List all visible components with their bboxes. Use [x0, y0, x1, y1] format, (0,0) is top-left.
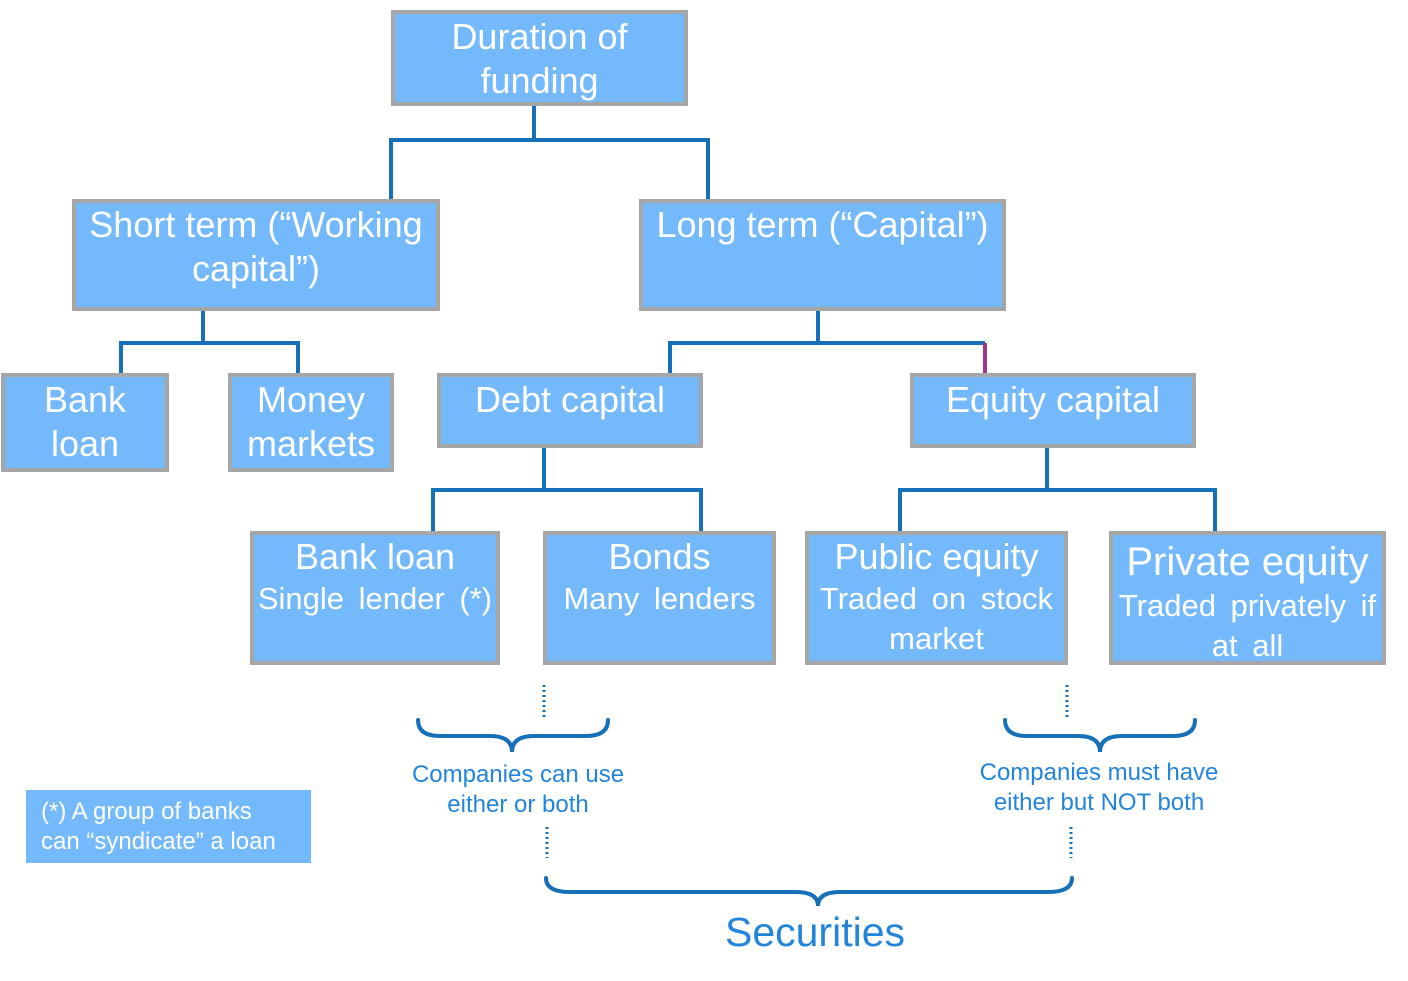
node-label-line: Debt capital [474, 379, 666, 420]
node-label-line: Duration of [451, 16, 628, 57]
node-title: Private equity [1126, 540, 1369, 584]
node-equity-capital: Equity capital [910, 373, 1196, 448]
node-label-line: Short term (“Working [89, 204, 423, 245]
node-title: Bank loan [294, 536, 456, 577]
annotation-line: either but NOT both [993, 789, 1205, 816]
node-subtitle-line: Traded on stock [819, 581, 1054, 616]
node-label-line: Long term (“Capital”) [656, 204, 989, 245]
node-private-equity: Private equity Traded privately if at al… [1109, 531, 1386, 665]
node-debt-capital: Debt capital [437, 373, 703, 448]
node-subtitle-line: Many lenders [563, 581, 756, 616]
connector-short-term-branches [119, 341, 300, 373]
node-subtitle-line: at all [1211, 628, 1284, 663]
node-long-term: Long term (“Capital”) [639, 199, 1006, 311]
node-bank-loan-short-term: Bank loan [1, 373, 169, 472]
footnote-line: can “syndicate” a loan [41, 828, 276, 855]
node-duration-of-funding: Duration of funding [391, 10, 688, 106]
node-subtitle-line: Traded privately if [1118, 588, 1377, 623]
annotation-line: Companies can use [411, 761, 625, 788]
node-label-line: Money [256, 379, 366, 420]
annotation-line: either or both [447, 791, 589, 818]
footnote-line: (*) A group of banks [41, 798, 252, 825]
node-bonds: Bonds Many lenders [543, 531, 776, 665]
brace-equity [1003, 718, 1197, 753]
footnote-box: (*) A group of banks can “syndicate” a l… [26, 790, 311, 863]
annotation-equity-choice: Companies must have either but NOT both [949, 758, 1249, 818]
connector-equity-branches [898, 488, 1217, 531]
node-short-term: Short term (“Working capital”) [72, 199, 440, 311]
connector-long-term-branches [668, 341, 985, 373]
node-bank-loan-single-lender: Bank loan Single lender (*) [250, 531, 500, 665]
node-public-equity: Public equity Traded on stock market [805, 531, 1068, 665]
annotation-line: Companies must have [979, 759, 1219, 786]
securities-label: Securities [724, 909, 905, 955]
node-label-line: loan [50, 423, 120, 464]
node-label-line: markets [246, 423, 376, 464]
node-subtitle-line: Single lender (*) [257, 581, 493, 616]
node-label-line: Bank [43, 379, 127, 420]
brace-securities [544, 876, 1074, 907]
node-money-markets: Money markets [228, 373, 394, 472]
node-label-line: funding [480, 60, 599, 101]
connector-root-branches [389, 138, 710, 199]
connector-debt-branches [431, 488, 703, 531]
node-label-line: capital”) [191, 248, 321, 289]
brace-debt [416, 718, 610, 753]
node-title: Public equity [834, 536, 1039, 577]
annotation-debt-choice: Companies can use either or both [368, 760, 668, 820]
node-label-line: Equity capital [945, 379, 1161, 420]
node-title: Bonds [608, 536, 711, 577]
node-subtitle-line: market [889, 621, 984, 656]
